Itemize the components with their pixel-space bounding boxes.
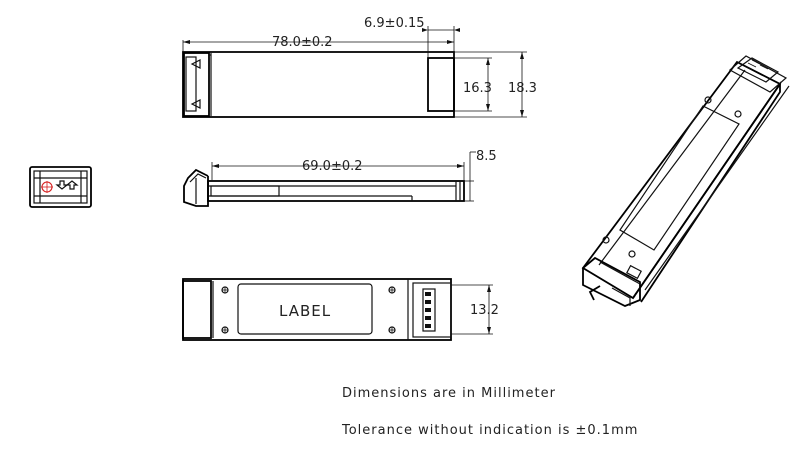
bottom-width-dim: 13.2 <box>470 303 499 318</box>
screw-icon <box>221 286 396 334</box>
top-length-dim: 78.0±0.2 <box>272 35 333 50</box>
connector-pins-icon <box>743 59 769 71</box>
top-height-outer-dim: 18.3 <box>508 81 537 96</box>
units-note: Dimensions are in Millimeter <box>342 386 556 401</box>
side-view: 69.0±0.2 8.5 <box>183 149 497 207</box>
label-area <box>237 283 373 335</box>
side-length-dim: 69.0±0.2 <box>302 159 363 174</box>
front-view <box>29 166 92 208</box>
side-height-dim: 8.5 <box>476 149 497 164</box>
top-view: 78.0±0.2 6.9±0.15 16.3 18.3 <box>182 16 537 118</box>
top-end-dim: 6.9±0.15 <box>364 16 425 31</box>
bottom-view: LABEL 13.2 <box>182 278 499 341</box>
isometric-view <box>581 55 790 307</box>
top-height-inner-dim: 16.3 <box>463 81 492 96</box>
label-text: LABEL <box>279 302 331 320</box>
tolerance-note: Tolerance without indication is ±0.1mm <box>341 423 638 438</box>
